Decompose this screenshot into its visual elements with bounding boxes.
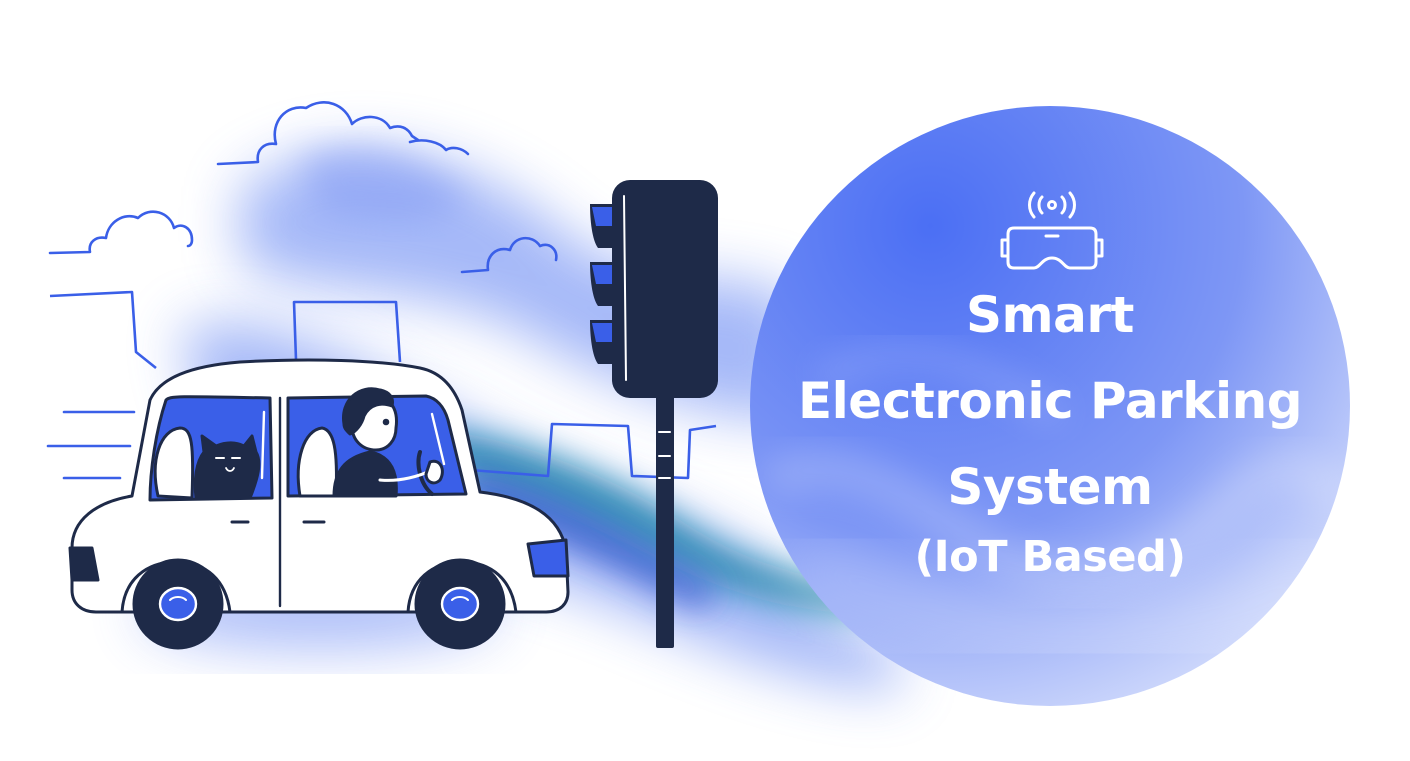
vr-headset-icon (1000, 191, 1104, 270)
title-line-2: Electronic Parking (797, 372, 1303, 430)
title-block: Smart Electronic Parking System (IoT Bas… (750, 272, 1350, 592)
title-line-3: System (947, 458, 1153, 516)
traffic-light (590, 180, 718, 648)
title-line-1: Smart (966, 286, 1134, 344)
cloud-medium (48, 210, 194, 255)
cloud-large (216, 101, 470, 166)
car (68, 358, 570, 650)
cloud-small (460, 236, 558, 274)
title-circle (750, 106, 1357, 706)
building-outlines (49, 290, 717, 480)
title-line-4: (IoT Based) (914, 532, 1186, 582)
speed-lines (46, 410, 136, 480)
